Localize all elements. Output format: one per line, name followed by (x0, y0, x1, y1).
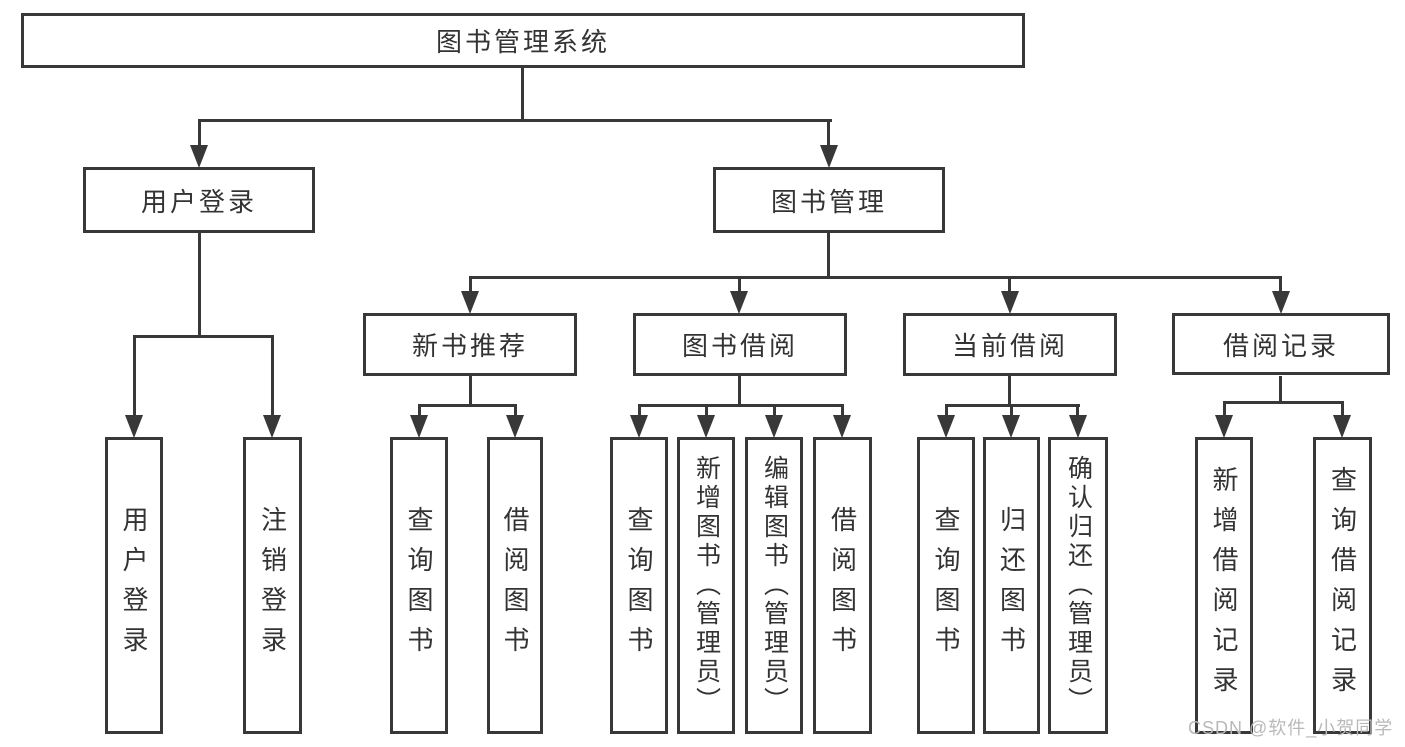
node-book-borrow: 图书借阅 (633, 313, 847, 376)
leaf-add-book-label: 新增图书（管理员） (692, 455, 721, 716)
edge-root-drop-left (198, 119, 201, 147)
leaf-add-record: 新增借阅记录 (1195, 437, 1253, 734)
node-borrow-record: 借阅记录 (1172, 313, 1390, 375)
leaf-borrow-book-2-label: 借阅图书 (827, 505, 858, 666)
leaf-query-record: 查询借阅记录 (1313, 437, 1372, 734)
leaf-query-book-2: 查询图书 (610, 437, 668, 734)
arrow-down-icon (125, 415, 143, 438)
arrow-down-icon (820, 145, 838, 168)
edge-user-login-stem (198, 233, 201, 338)
leaf-confirm-return-label: 确认归还（管理员） (1064, 455, 1093, 716)
edge-book-mgmt-drop-2 (738, 276, 741, 293)
edge-root-drop-right (827, 119, 830, 147)
leaf-query-book-2-label: 查询图书 (624, 505, 654, 666)
arrow-down-icon (1069, 415, 1087, 438)
leaf-logout-label: 注销登录 (257, 505, 288, 666)
node-root-label: 图书管理系统 (435, 27, 610, 57)
arrow-down-icon (697, 415, 715, 438)
edge-current-borrow-stem (1008, 376, 1011, 407)
csdn-watermark: CSDN @软件_小贺同学 (1188, 718, 1394, 738)
edge-borrow-record-stem (1279, 376, 1282, 404)
edge-book-mgmt-bar (469, 276, 1282, 279)
leaf-edit-book: 编辑图书（管理员） (745, 437, 803, 734)
arrow-down-icon (1001, 291, 1019, 314)
leaf-query-book-1: 查询图书 (390, 437, 448, 734)
edge-book-borrow-bar (638, 404, 844, 407)
edge-current-borrow-drop-2 (1010, 404, 1013, 417)
arrow-down-icon (410, 415, 428, 438)
arrow-down-icon (833, 415, 851, 438)
leaf-query-book-3: 查询图书 (917, 437, 975, 734)
arrow-down-icon (1002, 415, 1020, 438)
leaf-query-book-3-label: 查询图书 (931, 505, 961, 666)
arrow-down-icon (1333, 415, 1351, 438)
arrow-down-icon (461, 291, 479, 314)
leaf-return-book: 归还图书 (983, 437, 1040, 734)
node-borrow-record-label: 借阅记录 (1222, 330, 1339, 361)
edge-root-stem (521, 68, 524, 122)
arrow-down-icon (730, 291, 748, 314)
edge-book-borrow-drop-1 (638, 404, 641, 417)
leaf-user-login-label: 用户登录 (119, 505, 149, 666)
leaf-borrow-book-1-label: 借阅图书 (500, 505, 530, 666)
arrow-down-icon (190, 145, 208, 168)
edge-book-borrow-drop-4 (841, 404, 844, 417)
arrow-down-icon (937, 415, 955, 438)
node-user-login-label: 用户登录 (140, 186, 257, 217)
edge-borrow-record-bar (1223, 401, 1344, 404)
leaf-borrow-book-2: 借阅图书 (813, 437, 872, 734)
leaf-user-login: 用户登录 (105, 437, 163, 734)
edge-borrow-record-drop-2 (1341, 401, 1344, 417)
node-user-login: 用户登录 (83, 167, 315, 233)
edge-new-book-rec-bar (418, 404, 517, 407)
edge-book-mgmt-drop-4 (1279, 276, 1282, 293)
arrow-down-icon (263, 415, 281, 438)
node-new-book-rec-label: 新书推荐 (411, 331, 528, 361)
edge-borrow-record-drop-1 (1223, 401, 1226, 417)
node-book-mgmt: 图书管理 (713, 167, 945, 233)
edge-book-borrow-drop-2 (705, 404, 708, 417)
leaf-edit-book-label: 编辑图书（管理员） (760, 455, 789, 716)
edge-root-bar (198, 119, 832, 122)
edge-book-borrow-stem (738, 376, 741, 407)
node-new-book-rec: 新书推荐 (363, 313, 577, 376)
arrow-down-icon (765, 415, 783, 438)
leaf-logout: 注销登录 (243, 437, 302, 734)
arrow-down-icon (1272, 291, 1290, 314)
edge-user-login-bar (133, 335, 274, 338)
node-book-borrow-label: 图书借阅 (681, 331, 798, 361)
edge-book-borrow-drop-3 (773, 404, 776, 417)
node-current-borrow: 当前借阅 (903, 313, 1117, 376)
arrow-down-icon (1215, 415, 1233, 438)
leaf-add-record-label: 新增借阅记录 (1209, 465, 1239, 706)
leaf-query-book-1-label: 查询图书 (404, 505, 434, 666)
arrow-down-icon (506, 415, 524, 438)
edge-new-book-rec-drop-2 (514, 404, 517, 417)
edge-new-book-rec-drop-1 (418, 404, 421, 417)
leaf-return-book-label: 归还图书 (996, 505, 1027, 666)
edge-user-login-drop-2 (271, 335, 274, 417)
edge-current-borrow-drop-3 (1076, 404, 1079, 417)
edge-current-borrow-drop-1 (945, 404, 948, 417)
edge-book-mgmt-drop-1 (469, 276, 472, 293)
leaf-add-book: 新增图书（管理员） (677, 437, 735, 734)
leaf-query-record-label: 查询借阅记录 (1327, 465, 1358, 706)
node-book-mgmt-label: 图书管理 (770, 186, 887, 217)
edge-user-login-drop-1 (133, 335, 136, 417)
leaf-confirm-return: 确认归还（管理员） (1048, 437, 1108, 734)
leaf-borrow-book-1: 借阅图书 (487, 437, 543, 734)
edge-book-mgmt-drop-3 (1008, 276, 1011, 293)
node-root: 图书管理系统 (21, 13, 1025, 68)
node-current-borrow-label: 当前借阅 (951, 331, 1068, 361)
edge-book-mgmt-stem (827, 233, 830, 279)
edge-new-book-rec-stem (469, 376, 472, 407)
arrow-down-icon (630, 415, 648, 438)
